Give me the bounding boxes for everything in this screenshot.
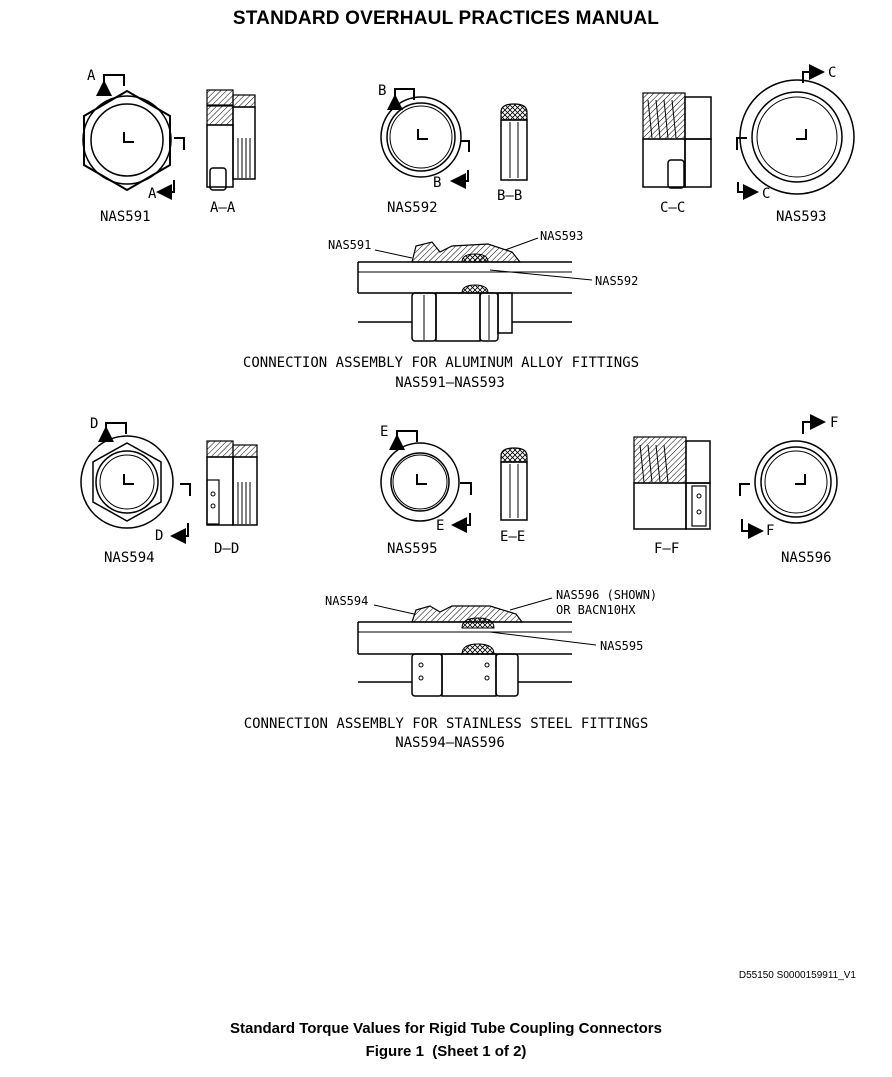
arrow-label-a-bottom: A	[148, 186, 157, 202]
callout-nas595: NAS595	[600, 639, 643, 653]
drawing-identifier: D55150 S0000159911_V1	[738, 970, 856, 981]
section-arrow-d-top	[98, 422, 127, 442]
section-arrow-a-bottom	[156, 137, 185, 200]
arrow-label-d-top: D	[90, 416, 98, 432]
section-label-b-b: B–B	[497, 188, 522, 204]
section-arrow-c-top	[802, 64, 825, 83]
section-label-d-d: D–D	[214, 541, 239, 557]
arrow-label-e-bottom: E	[436, 518, 444, 534]
arrow-label-e-top: E	[380, 424, 388, 440]
part-label-nas596: NAS596	[781, 550, 832, 566]
arrow-label-f-top: F	[830, 415, 838, 431]
callout-nas592: NAS592	[595, 274, 638, 288]
caption-stainless-range: NAS594–NAS596	[395, 735, 505, 751]
arrow-label-b-top: B	[378, 83, 386, 99]
section-arrow-a-top	[96, 74, 125, 96]
callout-nas596: NAS596 (SHOWN)	[556, 588, 657, 602]
callout-nas594: NAS594	[325, 594, 368, 608]
nas596-section-view	[633, 436, 711, 530]
arrow-label-c-top: C	[828, 65, 836, 81]
page-title: STANDARD OVERHAUL PRACTICES MANUAL	[232, 8, 660, 29]
arrow-label-b-bottom: B	[433, 175, 441, 191]
arrow-label-a-top: A	[87, 68, 96, 84]
nas592-front-view	[380, 96, 462, 178]
part-label-nas591: NAS591	[100, 209, 151, 225]
part-label-nas595: NAS595	[387, 541, 438, 557]
part-label-nas593: NAS593	[776, 209, 827, 225]
caption-stainless: CONNECTION ASSEMBLY FOR STAINLESS STEEL …	[244, 716, 649, 732]
callout-nas591: NAS591	[328, 238, 371, 252]
part-label-nas594: NAS594	[104, 550, 155, 566]
section-arrow-d-bottom	[170, 483, 191, 544]
assembly-aluminum	[357, 237, 593, 342]
nas594-front-view	[80, 435, 174, 529]
nas596-front-view	[754, 440, 838, 524]
nas593-section-view	[642, 92, 712, 189]
section-arrow-b-bottom	[450, 140, 470, 189]
nas595-section-view	[500, 447, 528, 521]
caption-aluminum: CONNECTION ASSEMBLY FOR ALUMINUM ALLOY F…	[243, 355, 639, 371]
section-arrow-e-bottom	[451, 482, 472, 533]
section-label-a-a: A–A	[210, 200, 236, 216]
part-label-nas592: NAS592	[387, 200, 438, 216]
arrow-label-f-bottom: F	[766, 523, 774, 539]
nas591-front-view	[82, 89, 172, 192]
callout-bacn10hx: OR BACN10HX	[556, 603, 636, 617]
section-arrow-c-bottom	[736, 137, 759, 200]
caption-aluminum-range: NAS591–NAS593	[395, 375, 505, 391]
nas591-section-view	[206, 89, 256, 191]
section-arrow-e-top	[389, 430, 418, 450]
section-arrow-b-top	[387, 88, 415, 110]
figure-title: Standard Torque Values for Rigid Tube Co…	[230, 1020, 662, 1037]
section-label-f-f: F–F	[654, 541, 679, 557]
nas594-section-view	[206, 440, 258, 526]
section-label-c-c: C–C	[660, 200, 685, 216]
figure-number: Figure 1 (Sheet 1 of 2)	[365, 1043, 527, 1060]
callout-nas593: NAS593	[540, 229, 583, 243]
nas593-front-view	[739, 79, 855, 195]
arrow-label-d-bottom: D	[155, 528, 163, 544]
section-arrow-f-bottom	[739, 483, 764, 539]
section-arrow-f-top	[802, 414, 826, 434]
assembly-stainless	[357, 597, 597, 697]
nas592-section-view	[500, 103, 528, 181]
section-label-e-e: E–E	[500, 529, 525, 545]
arrow-label-c-bottom: C	[762, 186, 770, 202]
nas595-front-view	[380, 442, 460, 522]
